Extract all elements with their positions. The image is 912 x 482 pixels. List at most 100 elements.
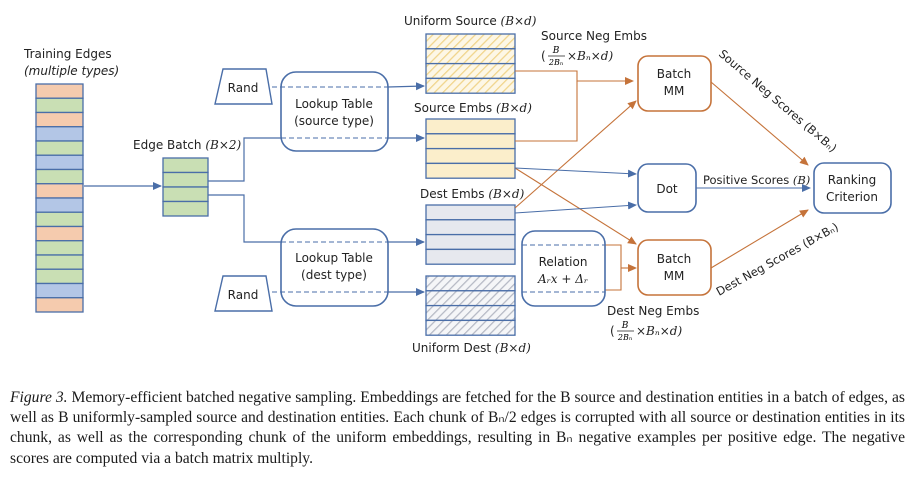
arrow-to-uniform-source [387, 82, 425, 91]
training-edges-stack [35, 83, 84, 313]
svg-text:Criterion: Criterion [826, 190, 878, 204]
source-neg-scores-arrow [710, 81, 809, 166]
lookup-table-dest: Lookup Table (dest type) [272, 228, 389, 307]
rand-bottom: Rand [214, 275, 273, 312]
svg-text:(: ( [610, 324, 615, 338]
uniform-source-row [425, 62, 516, 80]
svg-text:(source type): (source type) [294, 114, 374, 128]
batch-to-lookup-dest-line [208, 194, 283, 243]
uniform-dest-row [425, 304, 516, 322]
dot-box: Dot [637, 163, 697, 213]
training-edges-subtitle: (multiple types) [24, 64, 119, 78]
svg-text:(: ( [541, 49, 546, 63]
training-edge-row [35, 126, 84, 142]
svg-text:Batch: Batch [657, 67, 692, 81]
svg-text:Dot: Dot [656, 182, 678, 196]
source-embs-label: Source Embs (B×d) [414, 101, 532, 115]
uniform-dest-row [425, 275, 516, 292]
dest-neg-scores-label: Dest Neg Scores (B×Bₙ) [714, 220, 841, 299]
edge-batch-row [162, 171, 209, 188]
edge-batch-row [162, 186, 209, 203]
dest-embs-row [425, 204, 516, 221]
training-edge-row [35, 140, 84, 156]
dest-embs-block [425, 204, 516, 265]
svg-text:Aᵣx + Δᵣ: Aᵣx + Δᵣ [537, 272, 588, 286]
training-edge-row [35, 154, 84, 171]
source-embs-block [425, 118, 516, 179]
relation-box: Relation Aᵣx + Δᵣ [521, 230, 606, 307]
caption-text: Memory-efficient batched negative sampli… [10, 389, 905, 467]
training-edge-row [35, 197, 84, 213]
svg-text:(dest type): (dest type) [301, 268, 367, 282]
dest-neg-embs-label: Dest Neg Embs ( B 2Bₙ ×Bₙ×d) [607, 304, 699, 342]
dest-embs-row [425, 219, 516, 236]
dest-embs-to-dot-arrow [514, 201, 637, 214]
training-edge-row [35, 240, 84, 256]
uniform-dest-row [425, 290, 516, 307]
source-neg-embs-label: Source Neg Embs ( B 2Bₙ ×Bₙ×d) [541, 29, 647, 67]
svg-text:Dest Neg Embs: Dest Neg Embs [607, 304, 699, 318]
dest-embs-row [425, 233, 516, 251]
svg-text:Rand: Rand [228, 81, 259, 95]
negative-sampling-diagram: Training Edges (multiple types) Edge Bat… [23, 14, 892, 355]
uniform-dest-row [425, 319, 516, 336]
ranking-criterion-box: Ranking Criterion [813, 162, 892, 214]
training-edge-row [35, 83, 84, 99]
svg-text:Lookup Table: Lookup Table [295, 97, 373, 111]
svg-text:MM: MM [664, 84, 685, 98]
figure-caption: Figure 3. Memory-efficient batched negat… [10, 388, 905, 469]
training-edge-row [35, 268, 84, 285]
figure-number: Figure 3. [10, 389, 68, 406]
source-embs-to-batchmm-bottom-line [514, 167, 637, 245]
uniform-dest-block [425, 275, 516, 336]
source-embs-row [425, 133, 516, 150]
training-edges-title: Training Edges [23, 47, 112, 61]
svg-text:Batch: Batch [657, 252, 692, 266]
positive-scores-label: Positive Scores (B) [703, 173, 810, 187]
rand-top: Rand [214, 68, 273, 105]
svg-text:×Bₙ×d): ×Bₙ×d) [636, 324, 682, 338]
svg-text:2Bₙ: 2Bₙ [617, 333, 632, 342]
source-embs-row [425, 118, 516, 135]
training-edge-row [35, 282, 84, 299]
lookup-table-source: Lookup Table (source type) [272, 71, 389, 152]
uniform-source-label: Uniform Source (B×d) [404, 14, 537, 28]
edge-batch-row [162, 157, 209, 174]
dest-embs-row [425, 248, 516, 265]
training-edge-row [35, 254, 84, 270]
uniform-source-row [425, 77, 516, 94]
edge-batch-label: Edge Batch (B×2) [133, 138, 242, 152]
svg-text:MM: MM [664, 269, 685, 283]
source-embs-row [425, 147, 516, 165]
batch-to-lookup-source-line [208, 137, 283, 182]
relation-bracket-line [605, 244, 622, 291]
svg-text:Ranking: Ranking [828, 173, 877, 187]
uniform-source-block [425, 33, 516, 94]
source-embs-row [425, 162, 516, 179]
dest-embs-to-batchmm-top-line [514, 100, 637, 209]
svg-text:B: B [552, 46, 560, 56]
uniform-dest-label: Uniform Dest (B×d) [412, 341, 531, 355]
training-edge-row [35, 225, 84, 242]
source-embs-to-batchmm-line [515, 81, 578, 142]
training-edge-row [35, 297, 84, 313]
training-edge-row [35, 183, 84, 199]
svg-text:B: B [621, 321, 629, 331]
uniform-source-to-batchmm-line [515, 70, 634, 85]
svg-text:Rand: Rand [228, 288, 259, 302]
edge-batch-row [162, 200, 209, 217]
source-embs-to-dot-arrow [514, 167, 637, 178]
svg-text:×Bₙ×d): ×Bₙ×d) [567, 49, 613, 63]
batch-mm-bottom: Batch MM [637, 239, 712, 296]
training-edge-row [35, 97, 84, 114]
uniform-source-row [425, 48, 516, 65]
training-edge-row [35, 168, 84, 185]
batch-mm-top: Batch MM [637, 55, 712, 112]
svg-text:Lookup Table: Lookup Table [295, 251, 373, 265]
svg-text:Relation: Relation [539, 255, 588, 269]
uniform-source-row [425, 33, 516, 50]
training-edge-row [35, 211, 84, 228]
dest-embs-label: Dest Embs (B×d) [420, 187, 525, 201]
dest-neg-scores-arrow [710, 209, 809, 269]
edge-batch-stack [162, 157, 209, 217]
